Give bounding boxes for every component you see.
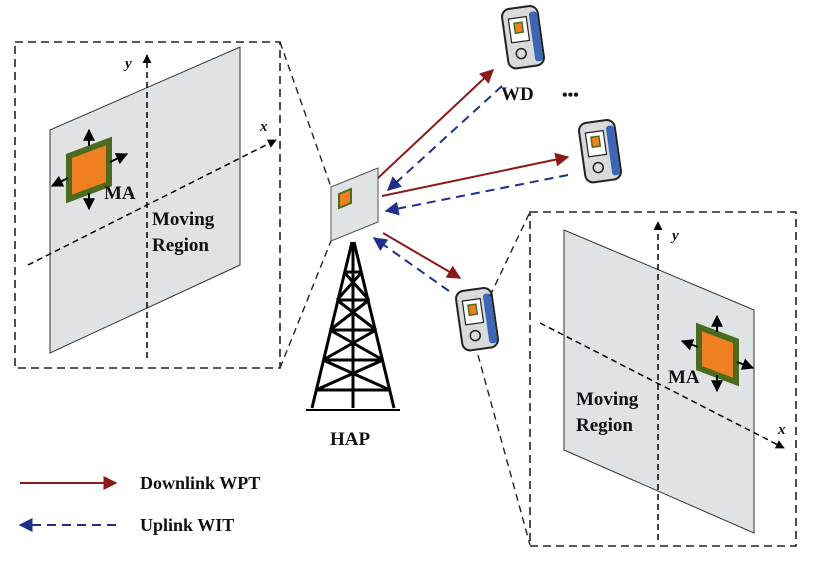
left-x-axis-label: x [259, 119, 268, 135]
downlink-arrow-wd2 [381, 152, 570, 197]
left-x-axis [27, 139, 277, 266]
right-zoom-connector-bottom [477, 354, 531, 546]
downlink-arrow-wd1 [377, 69, 495, 179]
hap-tower [306, 241, 400, 411]
left-zoom-connector-bottom [279, 240, 332, 369]
left-y-axis-label: y [123, 56, 132, 72]
left-ma-label: MA [104, 183, 136, 204]
uplink-arrow-wd3 [372, 237, 450, 292]
right-movable-antenna [696, 322, 739, 387]
left-region-label-line1: Moving [152, 209, 215, 230]
right-x-axis-label: x [777, 422, 786, 438]
legend-uplink-label: Uplink WIT [140, 515, 234, 535]
left-ma-arrow-right [109, 153, 129, 165]
downlink-arrow-wd3 [382, 232, 462, 279]
left-movable-antenna [66, 136, 112, 204]
links [372, 69, 570, 292]
hap-label: HAP [330, 429, 371, 450]
right-ma-label: MA [668, 367, 700, 388]
right-zoom-connector-top [489, 211, 531, 297]
wd-label: WD [501, 84, 534, 105]
hap-antenna-element [338, 187, 352, 210]
right-panel-frame [529, 211, 797, 547]
left-zoom-panel: y x MA Moving Region [14, 41, 281, 369]
legend: Downlink WPT Uplink WIT [18, 473, 260, 535]
hap-antenna-panel [330, 167, 379, 242]
right-region-label-line1: Moving [576, 389, 639, 410]
left-region-label-line2: Region [152, 235, 209, 256]
left-zoom-connector-top [279, 41, 332, 188]
right-region-label-line2: Region [576, 415, 633, 436]
hap: HAP [306, 167, 400, 450]
right-x-axis [539, 322, 785, 449]
legend-downlink-label: Downlink WPT [140, 473, 260, 493]
wireless-device-1 [501, 5, 545, 70]
left-panel-frame [14, 41, 281, 369]
right-y-axis-label: y [670, 228, 679, 244]
uplink-arrow-wd2 [384, 174, 569, 216]
right-ma-arrow-left [680, 339, 699, 351]
right-zoom-panel: y x MA Moving Region [529, 211, 797, 547]
left-moving-region [49, 46, 241, 354]
left-ma-arrow-left [50, 175, 69, 187]
wireless-device-3 [455, 287, 499, 352]
wd-ellipsis: ••• [562, 87, 579, 104]
wireless-device-2 [578, 119, 622, 184]
uplink-arrow-wd1 [386, 85, 503, 191]
right-moving-region [563, 229, 755, 534]
right-ma-arrow-right [736, 358, 755, 370]
